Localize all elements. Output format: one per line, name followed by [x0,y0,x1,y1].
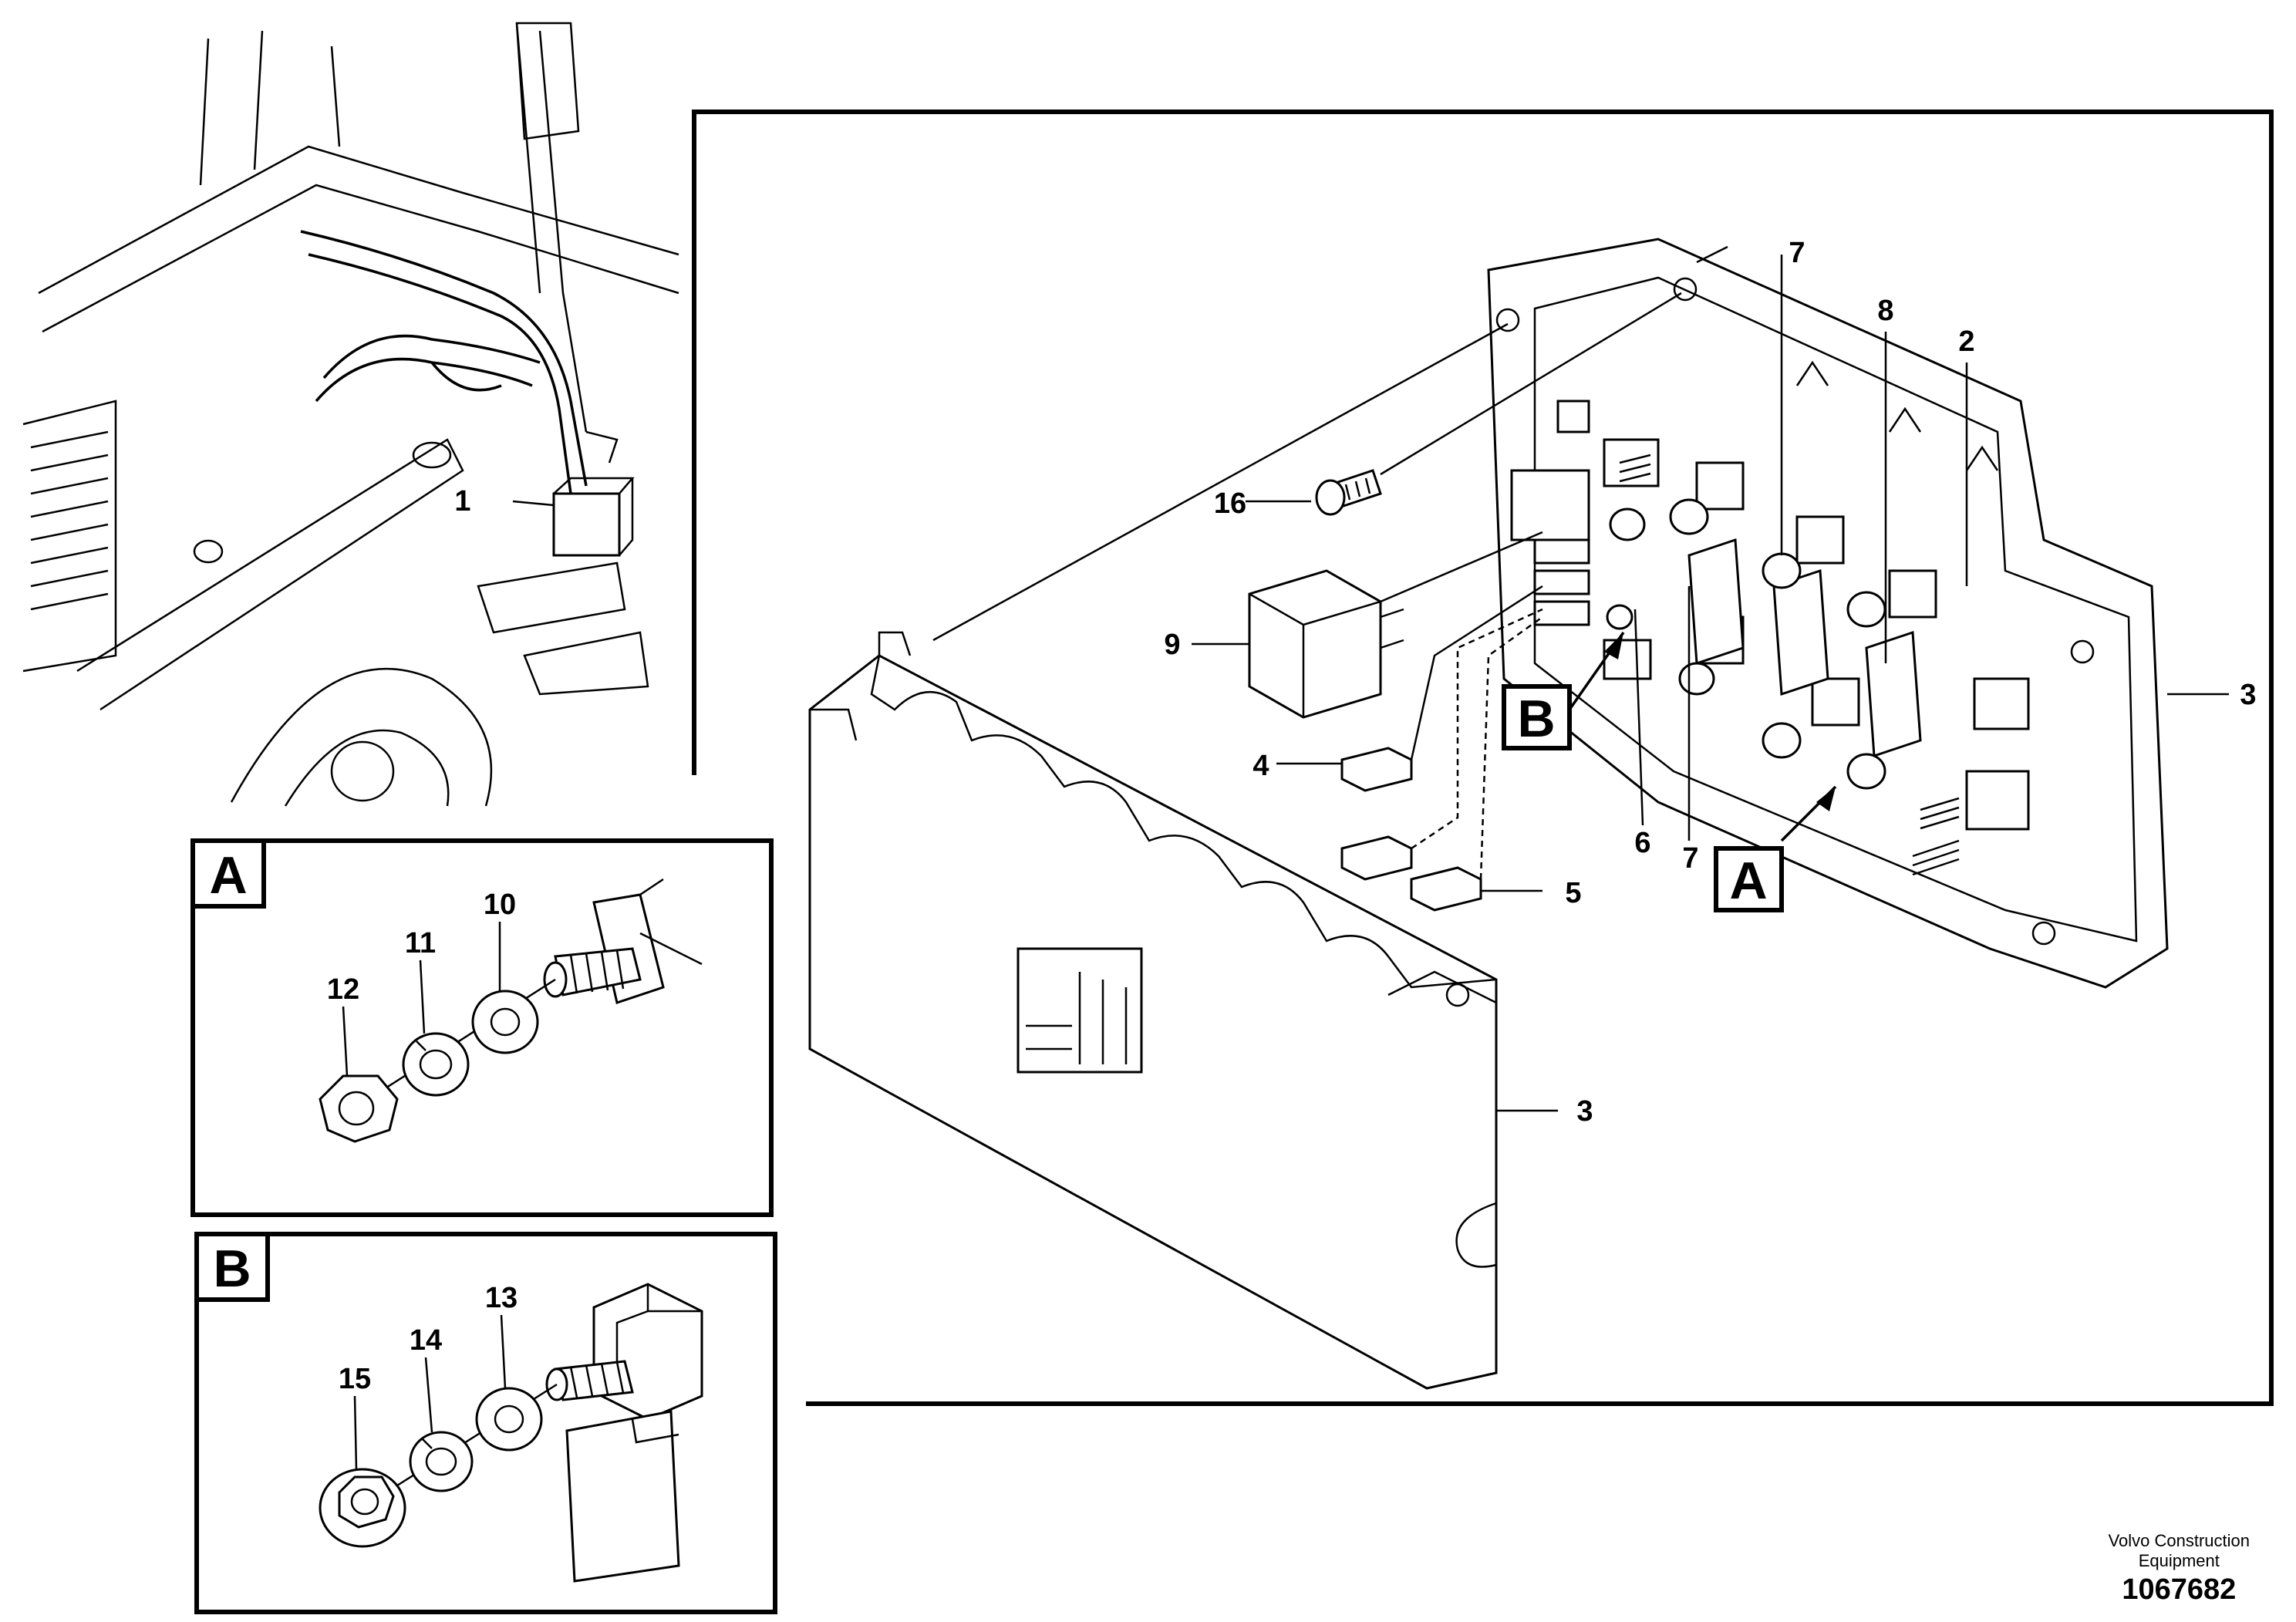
callout-15: 15 [339,1363,371,1395]
detail-b-marker: B [1517,690,1555,748]
detail-a-frame-label: A [209,846,247,905]
brand-line-1: Volvo Construction [2108,1531,2250,1550]
callout-2: 2 [1958,325,1974,358]
machine-overview [22,22,679,807]
detail-b-label-box [194,1232,270,1302]
callout-14: 14 [410,1324,442,1357]
machine-fuse-box [552,492,621,557]
callout-5: 5 [1565,877,1581,909]
callout-8: 8 [1877,295,1893,327]
detail-a-marker-box [1714,846,1784,912]
callout-16: 16 [1214,487,1246,520]
callout-1: 1 [454,485,470,518]
brand-line-2: Equipment [2138,1551,2220,1570]
detail-b-frame [194,1232,777,1614]
callout-3-upper: 3 [2240,679,2256,711]
detail-b-frame-label: B [213,1239,251,1298]
callout-13: 13 [485,1282,518,1314]
blade-fuses [1340,538,1590,912]
mounting-screw [1315,469,1382,516]
callout-4: 4 [1253,750,1269,782]
detail-a-label-box [190,838,266,909]
callout-3-lower: 3 [1576,1095,1593,1128]
drawing-number: 1067682 [2122,1573,2237,1606]
detail-a-marker: A [1729,851,1767,910]
detail-b: B 13 14 15 [194,1232,777,1614]
detail-a: A 10 11 12 [190,838,774,1217]
callout-7-upper: 7 [1789,237,1805,269]
callout-12: 12 [327,973,359,1006]
callout-10: 10 [484,889,516,921]
callout-6: 6 [1634,827,1650,859]
callout-7-lower: 7 [1682,842,1698,875]
fuse-box-base [1487,238,2169,989]
studs-and-nuts [1606,454,1960,876]
main-detail-frame [692,110,2274,1406]
detail-b-marker-box [1502,684,1572,750]
fuse-holders [1687,538,1922,758]
detail-a-frame [190,838,774,1217]
callout-9: 9 [1164,629,1180,661]
fuse-box-cover [808,631,1498,1390]
footer-block: Volvo Construction Equipment 1067682 [2109,1531,2250,1608]
relay [1248,569,1404,719]
callout-11: 11 [405,927,436,959]
